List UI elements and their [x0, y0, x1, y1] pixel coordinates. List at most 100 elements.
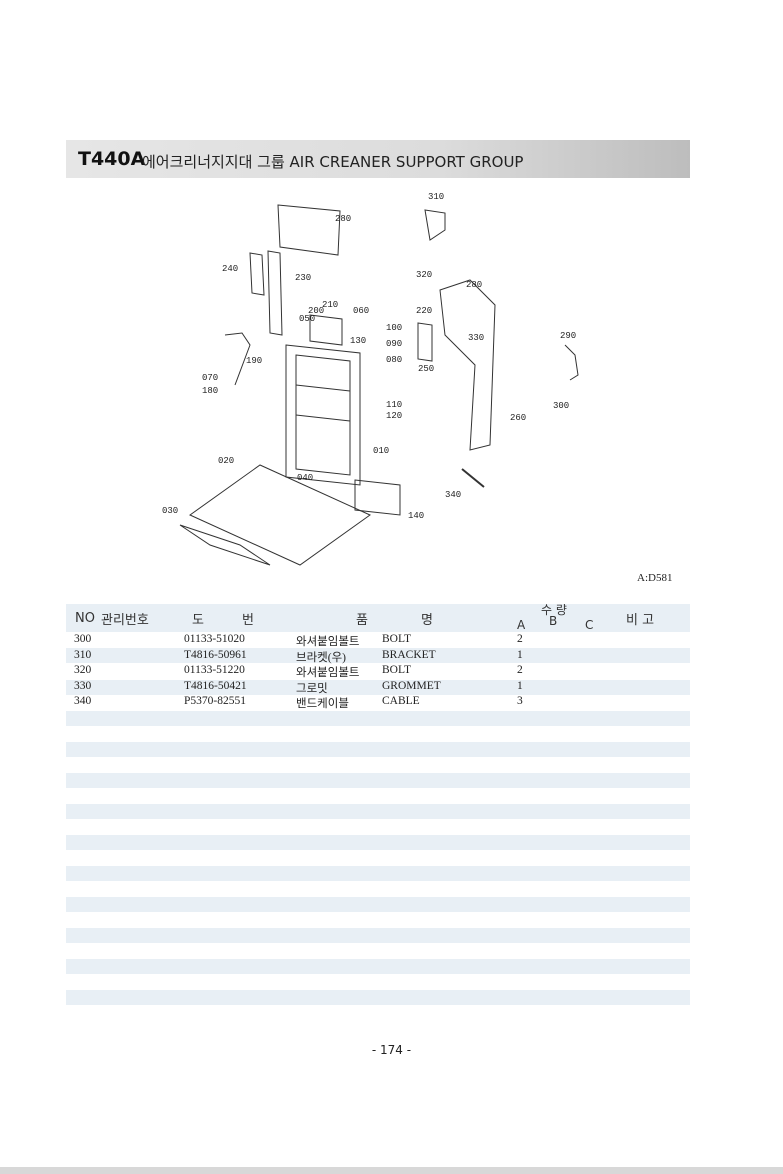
callout-label: 340 [445, 490, 461, 500]
callout-label: 060 [353, 306, 369, 316]
table-stripe [66, 990, 690, 1005]
table-stripe [66, 742, 690, 757]
callout-label: 030 [162, 506, 178, 516]
cell-no: 300 [74, 633, 92, 645]
col-name-a: 품 [356, 613, 368, 628]
cell-name-en: CABLE [382, 695, 420, 707]
table-stripe [66, 835, 690, 850]
callout-label: 260 [510, 413, 526, 423]
tube-shape [354, 479, 401, 516]
table-header: NO 관리번호 도 번 품 명 수 량 A B C 비 고 [66, 603, 690, 632]
cell-drawing: T4816-50961 [184, 649, 247, 661]
group-title: 에어크리너지지대 그룹 AIR CREANER SUPPORT GROUP [142, 153, 524, 171]
callout-label: 130 [350, 336, 366, 346]
cell-name-ko: 와셔붙임볼트 [296, 636, 360, 648]
group-header: T440A 에어크리너지지대 그룹 AIR CREANER SUPPORT GR… [66, 140, 690, 178]
callout-label: 240 [222, 264, 238, 274]
cell-name-en: BOLT [382, 664, 411, 676]
frame-shape [295, 354, 351, 476]
cell-qty-a: 1 [517, 649, 523, 661]
bracket-shape [564, 344, 579, 381]
table-stripe [66, 959, 690, 974]
parts-drawing: 310 280 320 240 230 280 220 330 210 060 … [162, 192, 579, 566]
cell-name-ko: 밴드케이블 [296, 698, 349, 710]
cell-name-ko: 그로밋 [296, 683, 328, 695]
bracket-shape [424, 209, 446, 241]
frame-shape [285, 344, 361, 486]
cell-no: 310 [74, 649, 92, 661]
cell-qty-a: 2 [517, 633, 523, 645]
col-drawing-a: 도 [192, 613, 204, 628]
callout-label: 310 [428, 192, 444, 202]
callout-label: 010 [373, 446, 389, 456]
table-row: 320 01133-51220 와셔붙임볼트 BOLT 2 [66, 664, 690, 679]
rod-shape [224, 332, 251, 386]
cell-name-en: BOLT [382, 633, 411, 645]
callout-label: 330 [468, 333, 484, 343]
cell-no: 330 [74, 680, 92, 692]
cell-name-ko: 와셔붙임볼트 [296, 667, 360, 679]
table-row: 310 T4816-50961 브라켓(우) BRACKET 1 [66, 649, 690, 664]
base-plate-shape [179, 524, 271, 566]
col-mgmt-no: 관리번호 [101, 613, 149, 628]
cell-name-ko: 브라켓(우) [296, 652, 346, 664]
col-qty: 수 량 A B C [517, 603, 609, 632]
base-plate-shape [189, 464, 371, 566]
col-qty-label: 수 량 [541, 603, 567, 617]
bracket-shape [267, 250, 283, 336]
col-name-b: 명 [421, 613, 433, 628]
callout-label: 220 [416, 306, 432, 316]
table-stripe [66, 928, 690, 943]
callout-label: 050 [299, 314, 315, 324]
exploded-parts-diagram: 310 280 320 240 230 280 220 330 210 060 … [150, 185, 590, 575]
cell-drawing: 01133-51020 [184, 633, 245, 645]
callout-label: 020 [218, 456, 234, 466]
cell-name-en: BRACKET [382, 649, 436, 661]
plate-shape [277, 204, 341, 256]
table-stripe [66, 897, 690, 912]
col-drawing-b: 번 [242, 613, 254, 628]
cell-no: 340 [74, 695, 92, 707]
cable-shape [461, 468, 485, 488]
callout-label: 070 [202, 373, 218, 383]
table-stripe [66, 680, 690, 695]
cell-drawing: T4816-50421 [184, 680, 247, 692]
col-qty-b: B [549, 614, 558, 628]
callout-label: 040 [297, 473, 313, 483]
table-stripe [66, 804, 690, 819]
cell-qty-a: 2 [517, 664, 523, 676]
diagram-code: A:D581 [637, 572, 673, 584]
callout-label: 230 [295, 273, 311, 283]
callout-label: 200 [308, 306, 324, 316]
col-qty-c: C [585, 618, 594, 632]
col-no: NO [75, 611, 95, 626]
cell-drawing: P5370-82551 [184, 695, 246, 707]
table-stripe [66, 711, 690, 726]
callout-label: 120 [386, 411, 402, 421]
callout-label: 100 [386, 323, 402, 333]
callout-label: 300 [553, 401, 569, 411]
bracket-shape [249, 252, 265, 296]
callout-label: 080 [386, 355, 402, 365]
cell-no: 320 [74, 664, 92, 676]
scan-edge [0, 1167, 783, 1174]
table-row: 300 01133-51020 와셔붙임볼트 BOLT 2 [66, 633, 690, 648]
callout-label: 090 [386, 339, 402, 349]
callout-label: 280 [335, 214, 351, 224]
mount-shape [309, 314, 343, 346]
cell-drawing: 01133-51220 [184, 664, 245, 676]
callout-label: 180 [202, 386, 218, 396]
callout-label: 110 [386, 400, 402, 410]
table-row: 340 P5370-82551 밴드케이블 CABLE 3 [66, 695, 690, 710]
col-remark: 비 고 [626, 613, 655, 628]
cell-qty-a: 3 [517, 695, 523, 707]
callout-label: 190 [246, 356, 262, 366]
cell-name-en: GROMMET [382, 680, 441, 692]
col-qty-a: A [517, 618, 526, 632]
group-code: T440A [78, 148, 146, 170]
callout-label: 250 [418, 364, 434, 374]
bracket-shape [417, 322, 433, 362]
callout-label: 320 [416, 270, 432, 280]
table-stripe [66, 773, 690, 788]
page-number: - 174 - [371, 1043, 412, 1057]
